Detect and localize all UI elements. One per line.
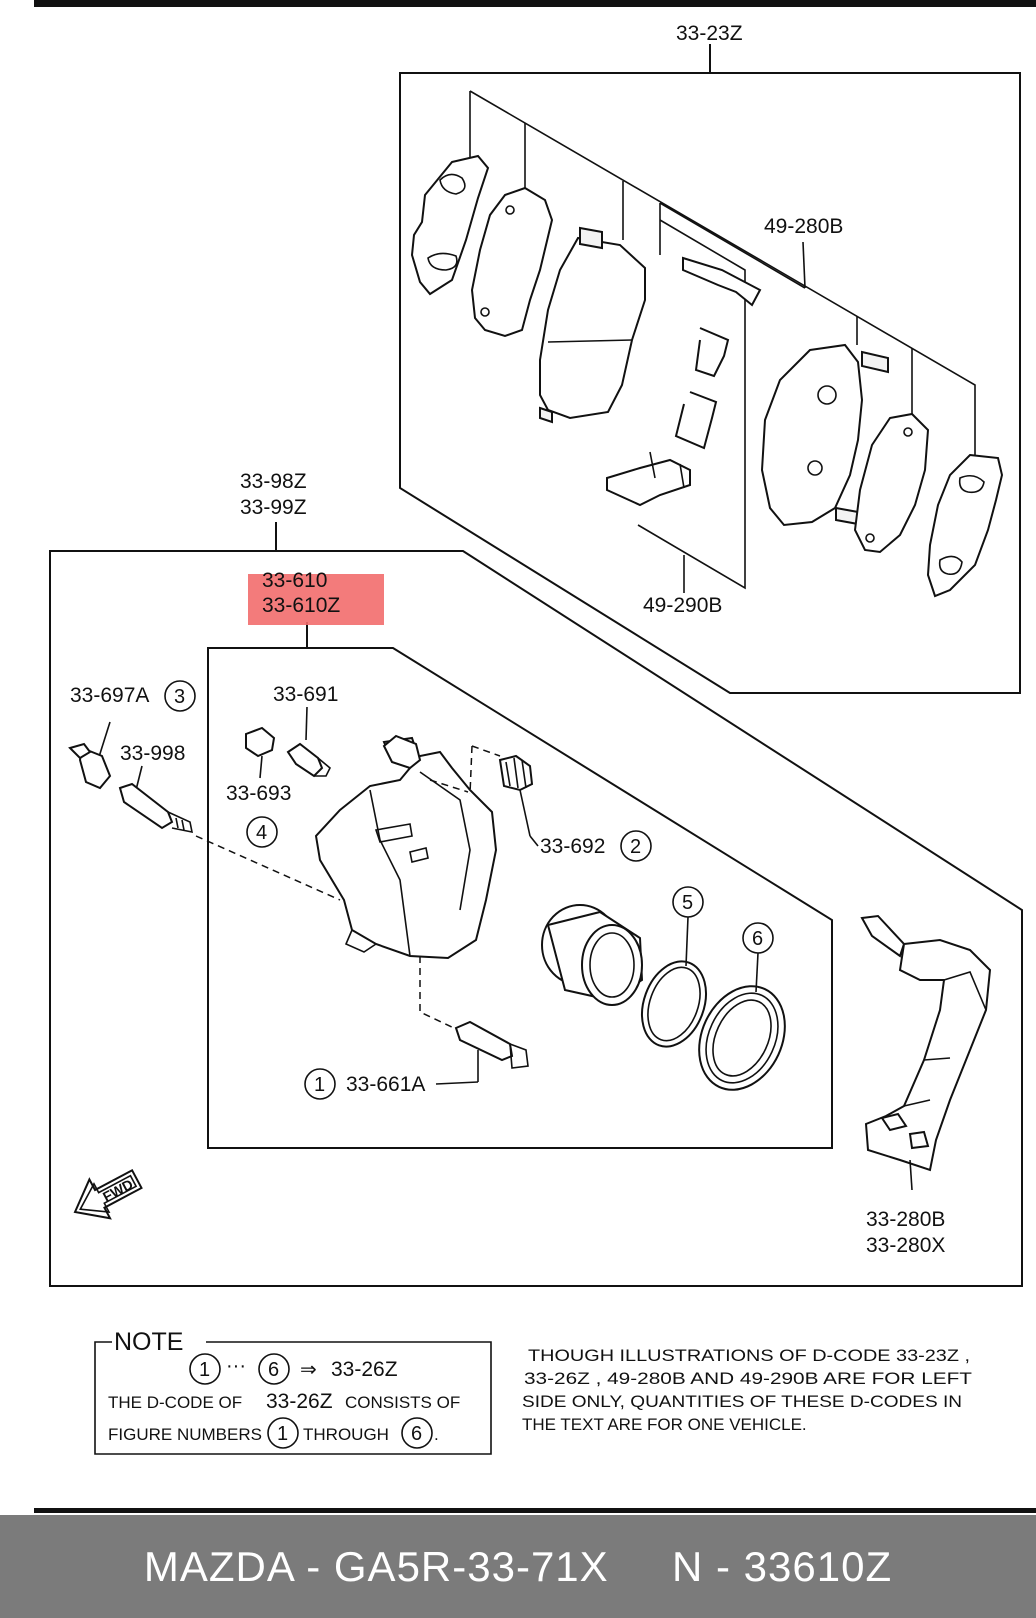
svg-text:1: 1 [314,1074,325,1096]
svg-text:CONSISTS OF: CONSISTS OF [345,1393,460,1412]
label-shim-kit: 49-280B [764,215,843,238]
figure-number-1 [304,1068,336,1100]
pad-clip-upper [694,327,730,378]
piston-seal [641,960,707,1048]
caliper-assembly-group: 33-98Z 33-99Z 33-610 33-610Z 33-697A 3 3… [49,470,1023,1287]
pin-33-998 [118,782,174,830]
figure-number-3 [164,680,196,712]
piston-dust-seal [698,985,786,1091]
retainer-bottom [606,458,691,507]
svg-text:5: 5 [682,892,693,914]
label-bleeder: 33-691 [273,683,338,706]
top-rule [34,0,1036,7]
remark-text: THOUGH ILLUSTRATIONS OF D-CODE 33-23Z , … [522,1346,972,1434]
highlight-box [248,574,384,625]
svg-text:6: 6 [411,1423,422,1445]
svg-text:1: 1 [277,1423,288,1445]
label-caliper-2: 33-610Z [262,594,340,617]
footer-part-number: MAZDA - GA5R-33-71X N - 33610Z [143,1542,893,1590]
bottom-rule [34,1508,1036,1513]
inner-shim-left [470,186,554,338]
label-bracket-2: 33-280X [866,1234,945,1257]
svg-text:3: 3 [174,686,185,708]
label-caliper-1: 33-610 [262,569,327,592]
svg-text:.: . [434,1425,439,1444]
svg-text:33-26Z , 49-280B AND 49-290B: 33-26Z , 49-280B AND 49-290B ARE FOR LEF… [524,1369,972,1388]
outer-shim-right [926,453,1004,598]
inner-shim-right [853,412,930,554]
boot-33-697a [78,746,112,790]
label-caliper-assy-1: 33-98Z [240,470,307,493]
piston [541,904,644,1006]
retainer-top [682,256,762,307]
note-target-code: 33-26Z [331,1358,398,1381]
svg-text:4: 4 [256,822,267,844]
svg-text:THE D-CODE OF: THE D-CODE OF [108,1393,242,1412]
pad-kit-group: 33-23Z 49-280B 49-290B [399,22,1021,694]
label-guide-pin: 33-661A [346,1073,425,1096]
svg-text:···: ··· [226,1355,246,1377]
svg-text:THOUGH ILLUSTRATIONS OF D-C: THOUGH ILLUSTRATIONS OF D-CODE 33-23Z , [528,1346,970,1365]
note-box: NOTE 1 ··· 6 ⇒ 33-26Z THE D-CODE OF 33-2… [94,1328,492,1455]
label-clip-kit: 49-290B [643,594,722,617]
bleeder-33-691 [286,742,324,778]
note-arrow: ⇒ [300,1359,317,1381]
part-number-footer: MAZDA - GA5R-33-71X N - 33610Z [0,1515,1036,1618]
label-caliper-assy-2: 33-99Z [240,496,307,519]
outer-shim-left [410,154,490,296]
figure-number-4 [246,816,278,848]
label-pad-kit: 33-23Z [676,22,743,45]
note-title: NOTE [114,1328,183,1356]
caliper-bracket [860,914,992,1191]
cap-33-693 [245,726,276,758]
label-bracket-1: 33-280B [866,1208,945,1231]
label-dust-boot: 33-692 [540,835,605,858]
exploded-parts-diagram: 33-23Z 49-280B 49-290B [34,0,1036,1513]
svg-text:2: 2 [630,836,641,858]
figure-number-2 [620,830,652,862]
guide-pin-33-661a [454,1020,514,1062]
svg-text:1: 1 [199,1359,210,1381]
svg-text:THROUGH: THROUGH [303,1425,389,1444]
label-pin-998: 33-998 [120,742,185,765]
svg-text:THE TEXT ARE FOR ONE VEHI: THE TEXT ARE FOR ONE VEHICLE. [522,1415,807,1434]
label-boot-a: 33-697A [70,684,149,707]
svg-text:33-26Z: 33-26Z [266,1390,333,1413]
brake-pad-right [760,343,864,527]
label-cap: 33-693 [226,782,291,805]
pad-clip-lower [674,391,718,450]
forward-arrow-icon: FWD [73,1168,143,1220]
svg-text:FIGURE NUMBERS: FIGURE NUMBERS [108,1425,262,1444]
brake-pad-left [539,236,646,420]
svg-text:SIDE ONLY, QUANTITIES OF T: SIDE ONLY, QUANTITIES OF THESE D-CODES I… [522,1392,962,1411]
svg-text:6: 6 [752,928,763,950]
svg-text:6: 6 [268,1359,279,1381]
